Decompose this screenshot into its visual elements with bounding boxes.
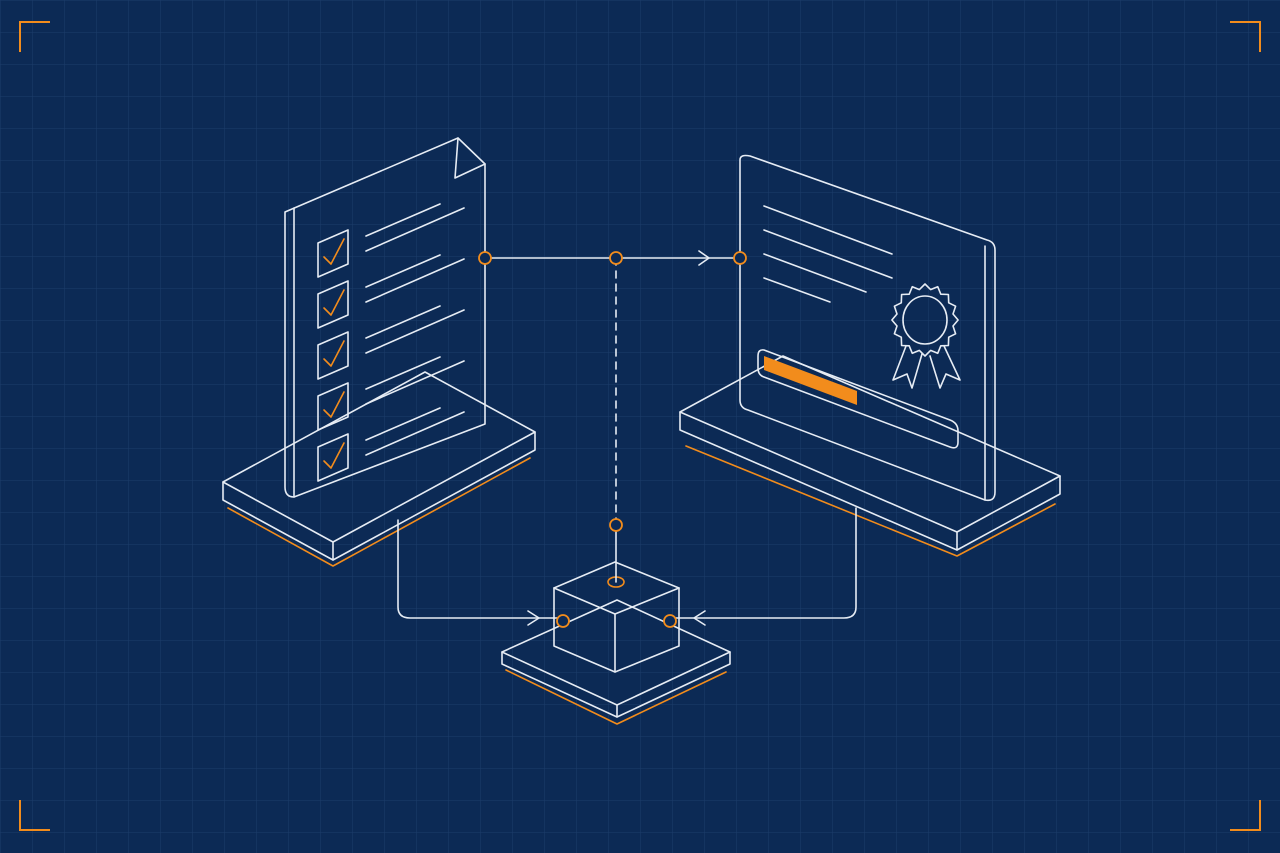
- checkbox-icon: [317, 433, 349, 482]
- checklist-text-line: [365, 360, 465, 405]
- checklist-item: [317, 254, 465, 329]
- checklist-text-line: [365, 309, 465, 354]
- checklist-text-line: [365, 356, 441, 390]
- certificate-panel: [739, 154, 996, 502]
- node-cube-left: [556, 614, 570, 628]
- checklist-text-line: [365, 254, 441, 288]
- node-checklist-out: [478, 251, 492, 265]
- checkmark-icon: [323, 238, 345, 265]
- checkbox-icon: [317, 280, 349, 329]
- checklist-text-line: [365, 203, 441, 237]
- certificate-text-lines: [763, 205, 893, 303]
- checkmark-icon: [323, 442, 345, 469]
- checkmark-icon: [323, 391, 345, 418]
- corner-brackets: [19, 21, 1261, 831]
- node-certificate-in: [733, 251, 747, 265]
- left-platform: [222, 371, 536, 567]
- connector-right-to-cube: [669, 507, 857, 619]
- checklist-text-line: [365, 207, 465, 252]
- award-seal-icon: [891, 283, 961, 389]
- checkmark-icon: [323, 289, 345, 316]
- checklist-items: [317, 203, 465, 482]
- checklist-text-line: [365, 305, 441, 339]
- cube-hub-icon: [501, 561, 731, 725]
- checkbox-icon: [317, 331, 349, 380]
- right-platform: [679, 355, 1061, 557]
- connector-arrowhead-right: [698, 250, 710, 266]
- connector-arrowhead-left-in: [527, 610, 540, 626]
- node-junction-lower: [609, 518, 623, 532]
- certificate-award-icon: [679, 154, 1061, 557]
- node-cube-right: [663, 614, 677, 628]
- corner-bracket-top-right: [1230, 21, 1261, 52]
- checklist-document-icon: [222, 137, 536, 567]
- checklist-item: [317, 203, 465, 278]
- checklist-item: [317, 305, 465, 380]
- connector-nodes: [478, 251, 747, 628]
- checklist-text-line: [365, 407, 441, 441]
- corner-bracket-bottom-right: [1230, 800, 1261, 831]
- checklist-item: [317, 356, 465, 431]
- checklist-page: [284, 137, 486, 498]
- center-platform: [501, 599, 731, 725]
- certificate-progress-fill: [764, 356, 857, 405]
- connector-left-to-cube: [397, 519, 564, 619]
- checkmark-icon: [323, 340, 345, 367]
- checkbox-icon: [317, 229, 349, 278]
- hub-cube: [553, 561, 680, 673]
- corner-bracket-top-left: [19, 21, 50, 52]
- checkbox-icon: [317, 382, 349, 431]
- checklist-text-line: [365, 258, 465, 303]
- node-junction-top: [609, 251, 623, 265]
- connector-arrowhead-right-in: [693, 610, 706, 626]
- checklist-text-line: [365, 411, 465, 456]
- corner-bracket-bottom-left: [19, 800, 50, 831]
- certificate-progress-bar: [757, 349, 959, 449]
- checklist-item: [317, 407, 465, 482]
